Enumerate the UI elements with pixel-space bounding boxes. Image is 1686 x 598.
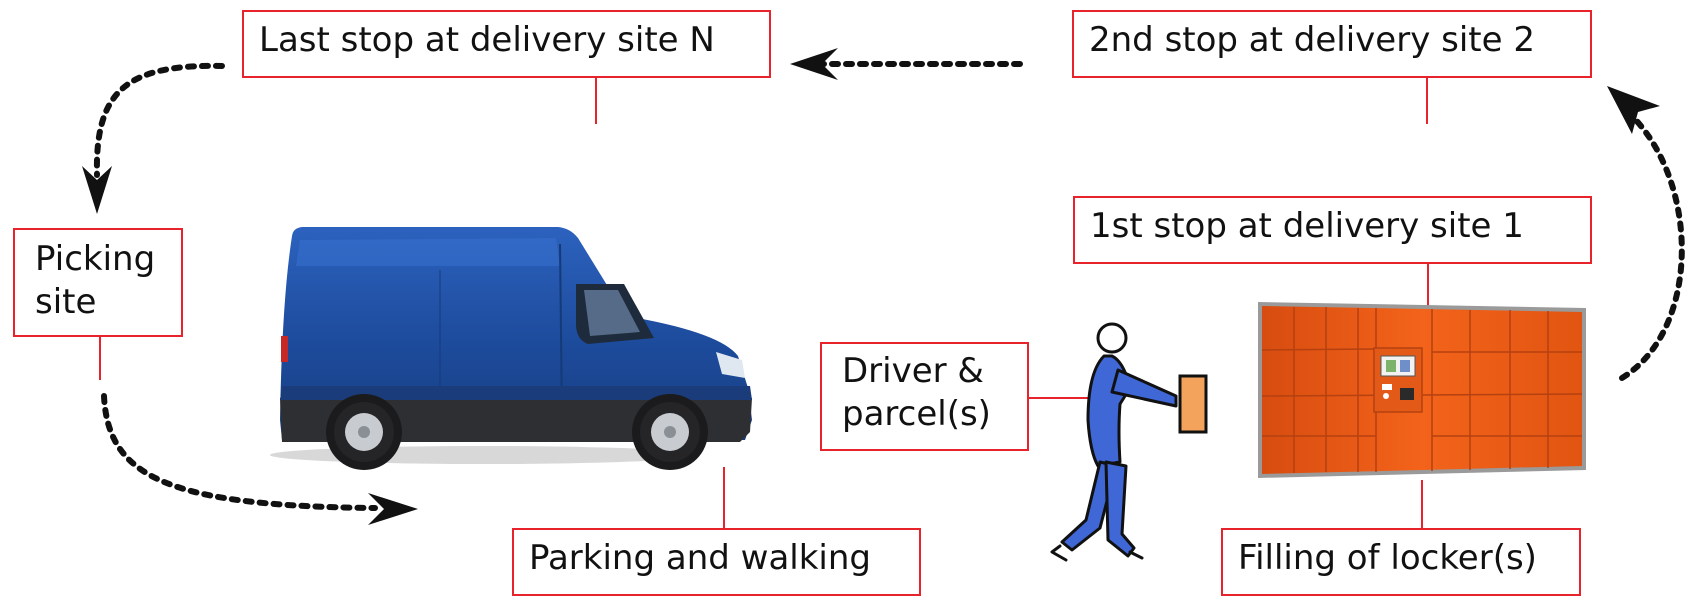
parcel-box: [1178, 374, 1208, 434]
first-stop-label: 1st stop at delivery site 1: [1073, 196, 1592, 264]
walking-driver-figure: [1050, 322, 1178, 562]
arrow-picking-to-parking: [101, 393, 378, 511]
arrowhead-left-icon: [790, 48, 838, 80]
parcel-locker-image: [1258, 302, 1586, 478]
driver-parcels-label: Driver & parcel(s): [820, 342, 1029, 451]
last-stop-label: Last stop at delivery site N: [242, 10, 771, 78]
arrow-heads: [82, 48, 1660, 525]
parking-walking-label: Parking and walking: [512, 528, 921, 596]
arrowhead-up-icon: [1607, 86, 1660, 134]
arrow-locker-curve-up: [1619, 113, 1685, 381]
delivery-van-image: [270, 227, 752, 470]
arrowhead-right-icon: [368, 493, 418, 525]
second-stop-label: 2nd stop at delivery site 2: [1072, 10, 1592, 78]
arrowhead-down-icon: [82, 166, 112, 214]
filling-lockers-label: Filling of locker(s): [1221, 528, 1581, 596]
connector-lines: [99, 77, 1429, 528]
picking-site-label: Picking site: [13, 228, 183, 337]
arrow-left-curve-down: [93, 62, 225, 178]
flow-arrows: [93, 61, 1685, 511]
